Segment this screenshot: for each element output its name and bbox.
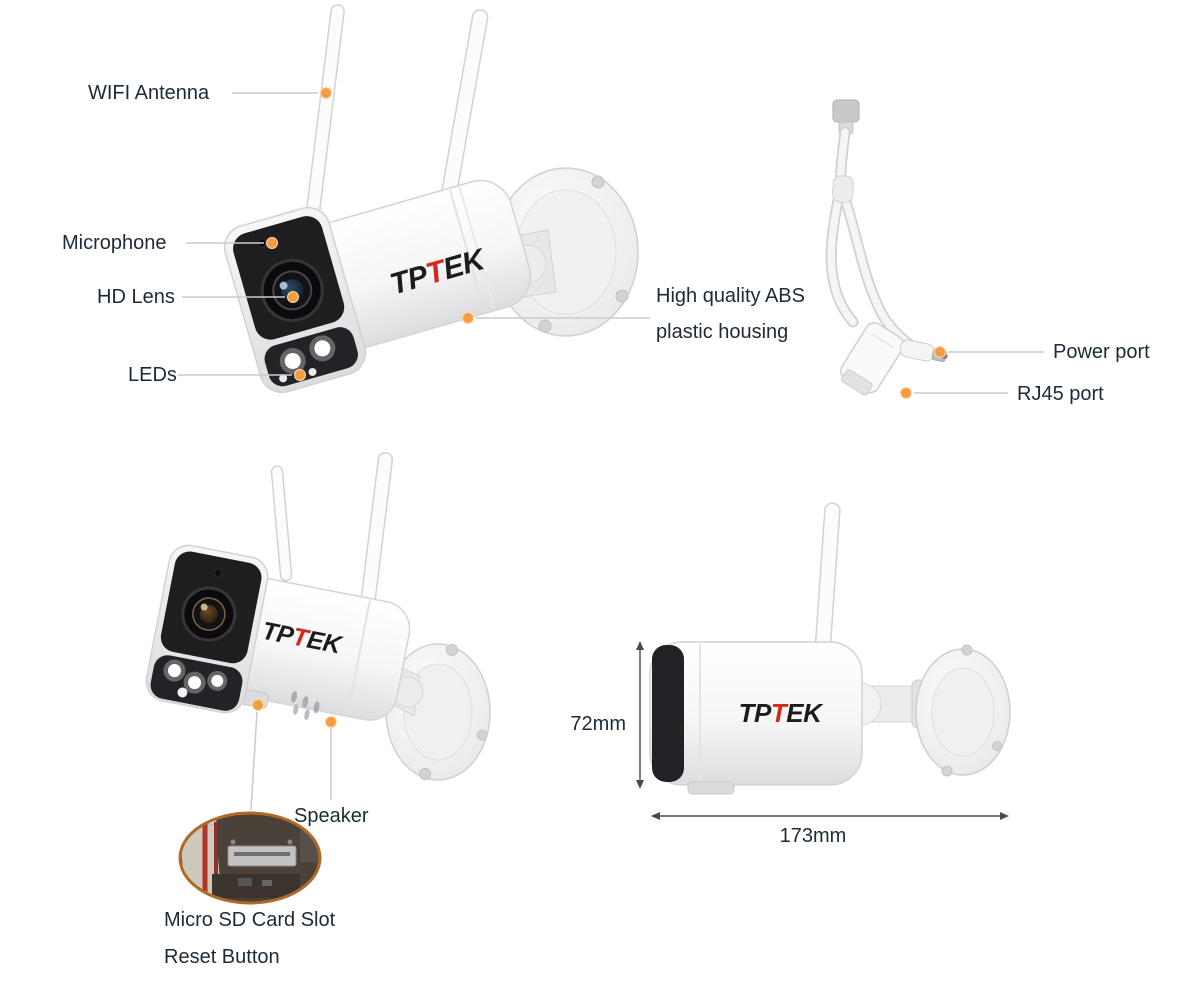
abs-housing-line2: plastic housing	[656, 321, 789, 343]
bottom-tab	[687, 781, 735, 795]
wall-mount-base	[493, 167, 639, 337]
callout-dot-sd-slot	[252, 699, 264, 711]
microphone-label: Microphone	[62, 232, 167, 254]
front-bezel	[652, 645, 684, 782]
callout-dot-speaker	[325, 716, 337, 728]
leader-lines-overlay	[178, 87, 1044, 811]
bottom-left-camera-illustration: TPTEK	[145, 451, 491, 781]
side-view-camera-illustration: TPTEK	[649, 502, 1011, 795]
hd-lens	[260, 258, 324, 322]
sd-slot-magnified-view	[178, 811, 322, 905]
callout-dot-wifi-antenna	[320, 87, 332, 99]
hd-lens	[181, 586, 237, 642]
wall-mount-base	[915, 644, 1011, 777]
reset-button-label: Reset Button	[164, 946, 280, 968]
hd-lens-label: HD Lens	[97, 286, 175, 308]
abs-housing-label: High quality ABS plastic housing	[656, 284, 805, 344]
wifi-antenna-left	[270, 465, 293, 582]
brand-logo-bottom-camera: TPTEK	[260, 617, 346, 660]
power-port-label: Power port	[1053, 341, 1150, 363]
callout-dot-leds	[294, 369, 306, 381]
speaker-grille	[291, 690, 320, 720]
wifi-antenna-label: WIFI Antenna	[88, 82, 210, 104]
callout-dot-hd-lens	[287, 291, 299, 303]
cable-top-connector	[832, 99, 860, 123]
pigtail-cable-illustration	[825, 99, 948, 396]
length-dimension-label: 173mm	[779, 825, 847, 847]
led-lights	[150, 655, 243, 711]
leader-line-sd-slot	[250, 711, 258, 811]
cable-splitter-sleeve	[832, 175, 854, 203]
wifi-antenna-left	[304, 4, 365, 242]
abs-housing-line1: High quality ABS	[656, 285, 805, 307]
callout-dot-power-port	[934, 346, 946, 358]
rj45-connector	[840, 322, 905, 396]
callout-dot-rj45-port	[900, 387, 912, 399]
microphone-hole	[213, 569, 222, 578]
rj45-port-label: RJ45 port	[1017, 383, 1104, 405]
camera-front-face	[145, 544, 269, 714]
speaker-label: Speaker	[294, 805, 369, 827]
height-dimension-label: 72mm	[570, 713, 626, 735]
leds-label: LEDs	[128, 364, 177, 386]
callout-dot-housing	[462, 312, 474, 324]
camera-body: TPTEK	[649, 641, 863, 795]
callout-dot-microphone	[266, 237, 278, 249]
dimension-lines	[636, 641, 1009, 820]
brand-logo-side-camera: TPTEK	[739, 698, 824, 728]
led-lights	[264, 327, 358, 387]
micro-sd-card-slot-label: Micro SD Card Slot	[164, 909, 336, 931]
wall-mount-base	[385, 643, 491, 781]
top-camera-illustration: TPTEK	[223, 4, 639, 394]
